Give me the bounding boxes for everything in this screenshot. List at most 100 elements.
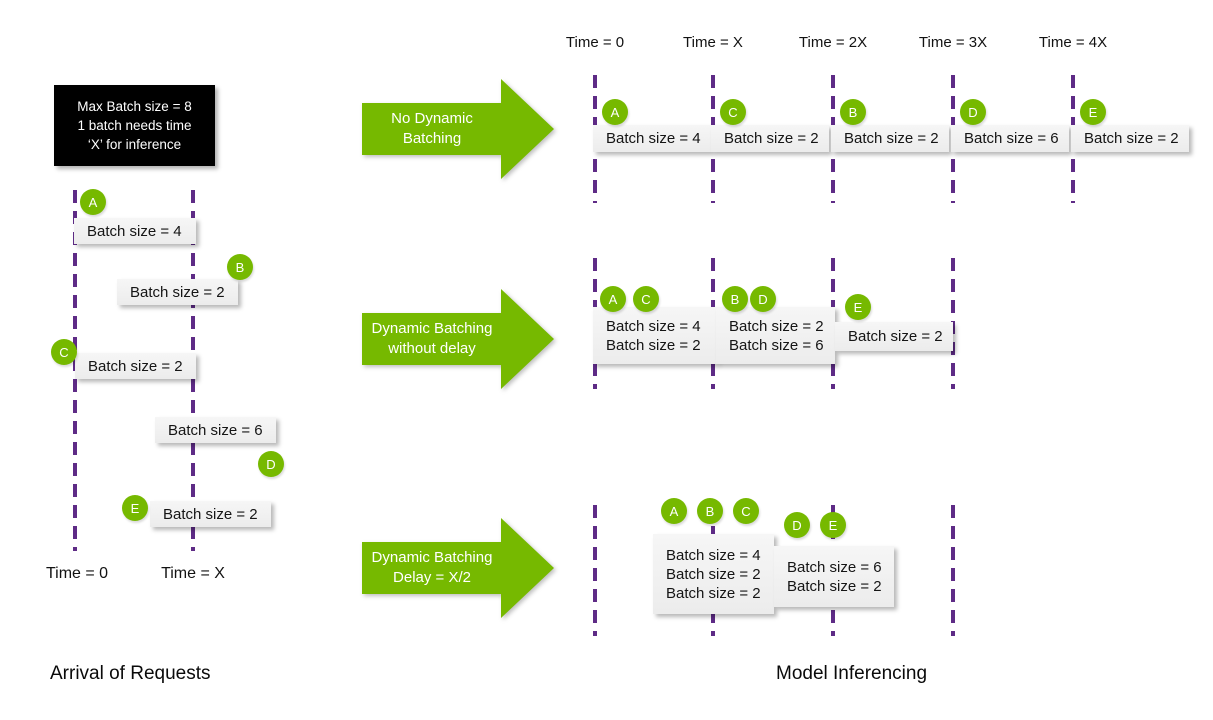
batch-box-request-d: Batch size = 6 (155, 417, 276, 443)
request-badge-b: B (840, 99, 866, 125)
batch-size-text: Batch size = 2 (163, 505, 258, 523)
badge-letter: E (1088, 104, 1098, 120)
request-badge-d: D (258, 451, 284, 477)
request-badge-a: A (602, 99, 628, 125)
strategy-arrow-dynamic-batching-delay: Dynamic Batching Delay = X/2 (362, 516, 556, 620)
badge-letter: E (828, 517, 838, 533)
badge-letter: A (610, 104, 620, 120)
arrow-label: No Dynamic Batching (362, 77, 502, 181)
batch-size-text: Batch size = 2 (724, 130, 819, 147)
badge-letter: C (641, 291, 651, 307)
request-badge-e: E (1080, 99, 1106, 125)
badge-letter: D (758, 291, 768, 307)
request-badge-e: E (122, 495, 148, 521)
inference-batch-box: Batch size = 6 Batch size = 2 (774, 546, 894, 607)
badge-letter: D (968, 104, 978, 120)
constraints-line: ‘X’ for inference (87, 137, 182, 152)
arrow-label-line: Delay = X/2 (393, 569, 471, 586)
timeline-gridline (593, 505, 597, 636)
request-badge-b: B (697, 498, 723, 524)
badge-letter: E (853, 299, 863, 315)
badge-letter: A (608, 291, 618, 307)
request-badge-c: C (51, 339, 77, 365)
batch-size-text: Batch size = 2 (787, 577, 882, 595)
inference-batch-box: Batch size = 6 (951, 125, 1069, 152)
batch-size-text: Batch size = 4 (87, 222, 182, 240)
arrow-label-line: without delay (388, 340, 476, 357)
request-badge-e: E (845, 294, 871, 320)
badge-letter: E (130, 500, 140, 516)
badge-letter: A (669, 503, 679, 519)
constraints-note: Max Batch size = 8 1 batch needs time ‘X… (54, 85, 215, 166)
batch-size-text: Batch size = 2 (848, 328, 943, 345)
inference-batch-box: Batch size = 4 Batch size = 2 (593, 307, 717, 364)
batch-box-request-e: Batch size = 2 (150, 501, 271, 527)
time-label-2x: Time = 2X (798, 34, 868, 51)
timeline-gridline (951, 505, 955, 636)
right-panel-title: Model Inferencing (776, 663, 928, 684)
request-badge-c: C (733, 498, 759, 524)
badge-letter: B (730, 291, 740, 307)
badge-letter: D (792, 517, 802, 533)
inference-batch-box: Batch size = 2 (711, 125, 829, 152)
arrow-label: Dynamic Batching Delay = X/2 (362, 516, 502, 620)
batch-size-text: Batch size = 6 (787, 558, 882, 576)
request-badge-b: B (722, 286, 748, 312)
arrow-label-line: Dynamic Batching (371, 320, 493, 337)
batch-size-text: Batch size = 2 (666, 584, 761, 602)
badge-letter: B (235, 259, 245, 275)
batch-box-request-b: Batch size = 2 (117, 279, 238, 305)
left-panel-title: Arrival of Requests (50, 663, 211, 684)
inference-batch-box: Batch size = 4 Batch size = 2 Batch size… (653, 534, 774, 614)
time-label-3x: Time = 3X (918, 34, 988, 51)
arrow-label-line: Dynamic Batching (371, 549, 493, 566)
arrow-label-line: Batching (402, 130, 462, 147)
inference-batch-box: Batch size = 4 (593, 125, 711, 152)
batch-size-text: Batch size = 6 (168, 421, 263, 439)
badge-letter: B (848, 104, 858, 120)
batch-size-text: Batch size = 4 (606, 317, 701, 335)
request-badge-a: A (661, 498, 687, 524)
request-badge-d: D (750, 286, 776, 312)
batch-size-text: Batch size = 2 (844, 130, 939, 147)
arrow-label-line: No Dynamic (391, 110, 473, 127)
strategy-arrow-dynamic-batching-no-delay: Dynamic Batching without delay (362, 287, 556, 391)
request-badge-d: D (784, 512, 810, 538)
inference-batch-box: Batch size = 2 Batch size = 6 (716, 307, 835, 364)
time-label-left-x: Time = X (161, 565, 225, 582)
batch-size-text: Batch size = 2 (1084, 130, 1179, 147)
batch-size-text: Batch size = 2 (130, 283, 225, 301)
inference-batch-box: Batch size = 2 (835, 322, 953, 351)
request-badge-d: D (960, 99, 986, 125)
request-badge-e: E (820, 512, 846, 538)
inference-batch-box: Batch size = 2 (831, 125, 949, 152)
time-label-4x: Time = 4X (1038, 34, 1108, 51)
badge-letter: C (59, 344, 69, 360)
batch-size-text: Batch size = 4 (606, 130, 701, 147)
inference-batch-box: Batch size = 2 (1071, 125, 1189, 152)
badge-letter: A (88, 194, 98, 210)
constraints-line: 1 batch needs time (77, 118, 192, 133)
request-badge-a: A (80, 189, 106, 215)
strategy-arrow-no-dynamic-batching: No Dynamic Batching (362, 77, 556, 181)
request-badge-b: B (227, 254, 253, 280)
time-label-0: Time = 0 (565, 34, 625, 51)
badge-letter: C (741, 503, 751, 519)
batch-size-text: Batch size = 2 (666, 565, 761, 583)
badge-letter: C (728, 104, 738, 120)
arrow-shape-icon (362, 289, 554, 389)
arrow-shape-icon (362, 518, 554, 618)
time-label-x: Time = X (683, 34, 743, 51)
batch-box-request-c: Batch size = 2 (75, 353, 196, 379)
request-badge-a: A (600, 286, 626, 312)
arrow-label: Dynamic Batching without delay (362, 287, 502, 391)
batch-size-text: Batch size = 4 (666, 546, 761, 564)
batch-size-text: Batch size = 6 (964, 130, 1059, 147)
batch-size-text: Batch size = 2 (88, 357, 183, 375)
badge-letter: B (705, 503, 715, 519)
arrow-shape-icon (362, 79, 554, 179)
constraints-line: Max Batch size = 8 (77, 99, 192, 114)
request-badge-c: C (633, 286, 659, 312)
batch-size-text: Batch size = 2 (606, 336, 701, 354)
